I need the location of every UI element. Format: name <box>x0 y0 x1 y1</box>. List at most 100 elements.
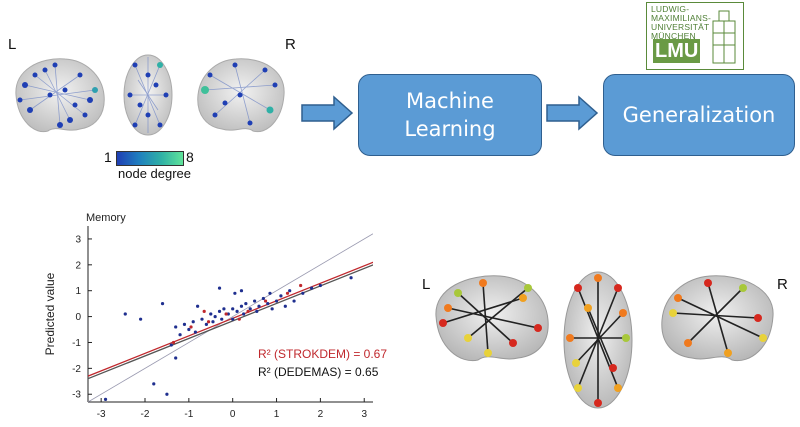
data-point <box>226 312 230 316</box>
colorbar-max-label: 8 <box>186 149 194 165</box>
data-point <box>204 322 208 326</box>
data-point <box>233 291 237 295</box>
x-tick-label: 2 <box>318 409 324 420</box>
lmu-building-icon <box>712 10 736 64</box>
y-tick-label: -2 <box>72 364 81 375</box>
data-point <box>244 302 248 306</box>
data-point <box>279 294 283 298</box>
connectivity-brain-views <box>435 271 774 409</box>
data-point <box>268 291 272 295</box>
x-tick-label: -2 <box>141 409 150 420</box>
data-point <box>318 283 322 288</box>
colorbar-min-label: 1 <box>104 149 112 165</box>
line-fit-strokdem <box>88 261 373 377</box>
machine-learning-line2: Learning <box>404 117 496 141</box>
brain-superior <box>123 54 173 136</box>
generalization-box: Generalization <box>603 74 795 156</box>
data-point <box>182 322 187 326</box>
data-point <box>209 312 213 316</box>
y-tick-label: 2 <box>75 260 81 271</box>
data-point <box>200 317 204 321</box>
data-point <box>261 296 265 301</box>
line-fit-dedemas <box>88 264 373 380</box>
brain-left-lateral <box>15 58 105 133</box>
data-point <box>270 307 274 311</box>
data-point <box>189 325 193 329</box>
data-point <box>217 309 222 314</box>
y-tick-label: 3 <box>75 234 81 245</box>
data-point <box>220 317 224 321</box>
lmu-logo-text: LUDWIG- MAXIMILIANS- UNIVERSITÄT MÜNCHEN <box>651 4 712 41</box>
data-point <box>196 304 200 308</box>
data-point <box>211 320 215 324</box>
data-point <box>231 317 235 321</box>
y-tick-label: 0 <box>75 312 81 323</box>
x-tick-label: 3 <box>361 409 367 420</box>
data-point <box>248 307 252 311</box>
y-tick-label: 1 <box>75 286 81 297</box>
data-point <box>349 276 353 280</box>
x-tick-label: 0 <box>230 409 236 420</box>
data-point <box>202 309 206 314</box>
generalization-label: Generalization <box>622 102 776 127</box>
chart-title: Memory <box>86 212 126 224</box>
network-right-label: R <box>777 276 788 293</box>
node-degree-colorbar <box>116 151 184 166</box>
y-tick-label: -1 <box>72 338 81 349</box>
data-point <box>191 320 195 324</box>
data-point <box>246 309 250 314</box>
data-point <box>253 299 257 303</box>
data-point <box>193 330 198 334</box>
data-point <box>206 320 211 324</box>
data-point <box>213 314 217 319</box>
data-point <box>239 289 244 293</box>
data-point <box>178 333 182 337</box>
data-point <box>222 307 226 311</box>
data-point <box>171 340 176 345</box>
data-point <box>139 317 143 321</box>
data-point <box>103 397 108 402</box>
data-point <box>174 356 178 360</box>
network-brain-superior <box>563 271 633 409</box>
node-degree-brain-views <box>15 54 285 136</box>
lmu-logo-mark: LMU <box>653 39 701 63</box>
x-tick-label: -3 <box>97 409 106 420</box>
data-point <box>266 302 270 306</box>
brain-right-lateral <box>197 58 285 133</box>
colorbar-title: node degree <box>118 166 192 181</box>
arrow-to-ml-icon <box>301 95 354 131</box>
data-point <box>292 299 296 303</box>
data-point <box>257 304 261 308</box>
data-point <box>274 299 279 303</box>
data-point <box>123 312 127 316</box>
data-point <box>169 343 173 347</box>
data-point <box>187 327 191 332</box>
data-point <box>160 302 165 306</box>
arrow-to-generalization-icon <box>546 95 599 131</box>
left-hemisphere-label: L <box>8 36 17 53</box>
data-point <box>263 299 268 303</box>
data-point <box>285 291 290 295</box>
data-point <box>301 291 305 295</box>
r2-annotation: R² (STROKDEM) = 0.67 <box>258 347 387 361</box>
data-point <box>152 382 156 386</box>
data-point <box>231 307 235 311</box>
x-tick-label: 1 <box>274 409 280 420</box>
x-tick-label: -1 <box>184 409 193 420</box>
network-brain-left <box>435 275 549 362</box>
data-point <box>242 312 246 316</box>
network-left-label: L <box>422 276 431 293</box>
y-tick-label: -3 <box>72 390 81 401</box>
line-identity <box>88 233 373 402</box>
data-point <box>224 312 228 316</box>
y-axis-label: Predicted value <box>43 272 57 355</box>
machine-learning-line1: Machine <box>406 88 494 113</box>
data-point <box>288 289 292 293</box>
data-point <box>255 309 259 314</box>
network-brain-right <box>661 275 774 362</box>
lmu-logo: LUDWIG- MAXIMILIANS- UNIVERSITÄT MÜNCHEN… <box>646 2 744 70</box>
data-point <box>217 286 222 290</box>
data-point <box>174 325 178 329</box>
data-point <box>235 309 239 314</box>
